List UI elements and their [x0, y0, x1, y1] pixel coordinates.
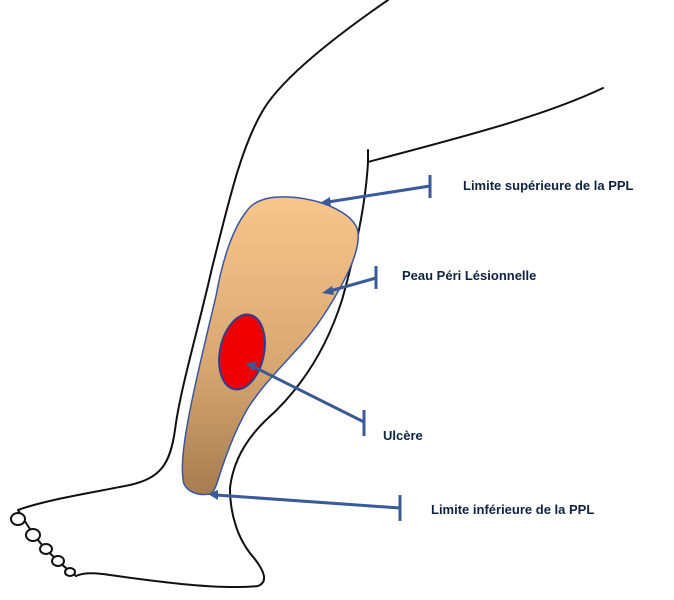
toe-4	[51, 555, 65, 567]
label-limite-superieure: Limite supérieure de la PPL	[463, 178, 634, 193]
foot-sole-contour	[17, 509, 77, 577]
toe-3	[39, 543, 53, 555]
ankle-front-contour	[75, 487, 266, 589]
toe-1	[10, 512, 26, 526]
arrow-limite-inferieure-head	[208, 490, 218, 500]
shin-front-contour	[229, 149, 369, 489]
arrow-limite-inferieure	[215, 493, 401, 510]
arrow-limite-superieure	[327, 184, 431, 204]
label-peau-peri-lesionnelle: Peau Péri Lésionnelle	[402, 268, 537, 283]
arrow-limite-superieure-head	[320, 197, 331, 207]
peri-lesional-skin-area	[181, 196, 359, 496]
toes	[10, 512, 76, 577]
label-limite-inferieure: Limite inférieure de la PPL	[431, 502, 595, 517]
arrow-ulcere-head	[246, 362, 257, 371]
toe-5	[64, 567, 76, 577]
arrow-ulcere	[253, 365, 365, 424]
annotation-arrows	[208, 175, 432, 521]
toe-2	[25, 528, 41, 542]
arrow-peau-peri-head	[322, 286, 334, 295]
arrow-peau-peri	[329, 276, 377, 293]
label-ulcere: Ulcère	[383, 428, 423, 443]
ulcer-area	[218, 313, 266, 391]
leg-back-contour	[17, 0, 389, 511]
thigh-front-contour	[367, 87, 604, 163]
